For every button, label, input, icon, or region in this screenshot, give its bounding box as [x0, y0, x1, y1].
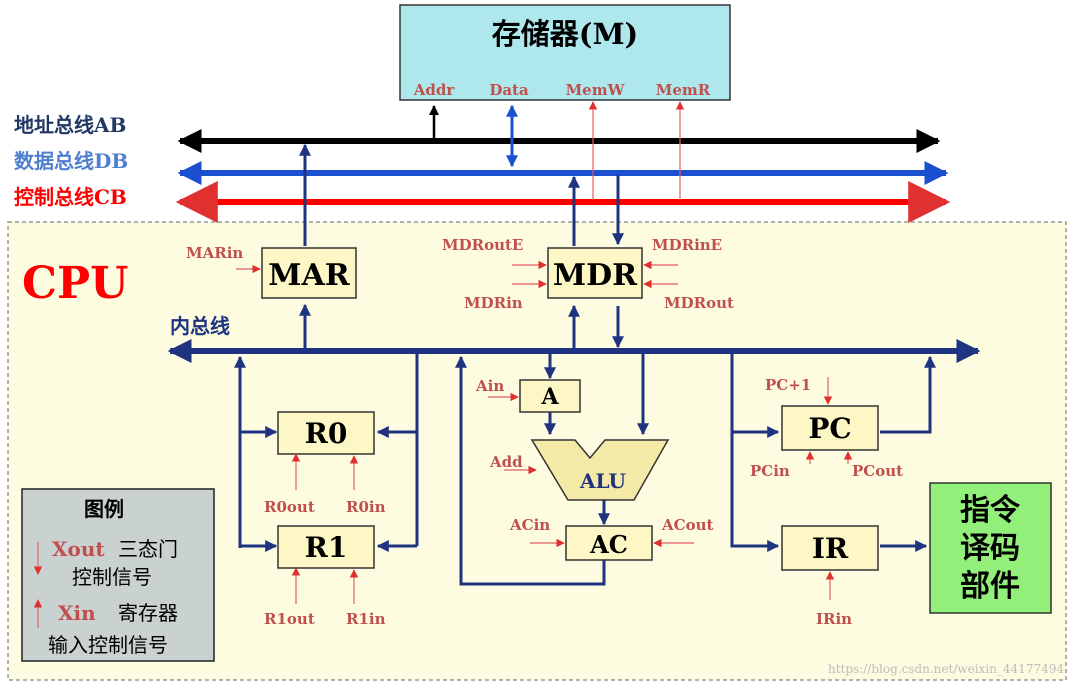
signal-add: Add: [489, 453, 523, 471]
memory-port-memw: MemW: [566, 81, 626, 99]
mdr-register: MDR: [547, 247, 643, 299]
decoder-line-2: 译码: [960, 531, 1020, 566]
address-bus-label: 地址总线AB: [14, 113, 126, 137]
signal-r0out: R0out: [264, 498, 315, 516]
signal-r1in: R1in: [346, 610, 386, 628]
legend-xin-desc1: 寄存器: [118, 601, 178, 625]
alu-unit: ALU: [530, 439, 670, 501]
a-label: A: [540, 384, 559, 410]
signal-r0in: R0in: [346, 498, 386, 516]
ir-register: IR: [781, 525, 879, 571]
a-register: A: [519, 379, 581, 413]
memory-box: 存储器(M) Addr Data MemW MemR: [399, 4, 731, 101]
signal-r1out: R1out: [264, 610, 315, 628]
memory-title: 存储器(M): [492, 17, 639, 51]
memory-port-memr: MemR: [656, 81, 711, 99]
alu-label: ALU: [579, 469, 626, 493]
legend-xout-name: Xout: [52, 537, 105, 561]
r0-label: R0: [305, 417, 348, 450]
signal-acout: ACout: [661, 516, 713, 534]
pc-register: PC: [781, 405, 879, 451]
watermark: https://blog.csdn.net/weixin_44177494: [828, 662, 1064, 676]
internal-wires: [234, 143, 936, 586]
mdr-label: MDR: [553, 258, 638, 293]
mar-label: MAR: [268, 258, 350, 293]
signal-marin: MARin: [186, 244, 243, 262]
control-signal-arrows: [236, 260, 853, 604]
decoder-line-3: 部件: [960, 569, 1020, 604]
internal-bus-label: 内总线: [170, 314, 230, 338]
ac-label: AC: [589, 530, 628, 559]
r1-register: R1: [277, 525, 375, 569]
legend-xin-name: Xin: [58, 601, 96, 625]
signal-mdroute: MDRoutE: [442, 236, 523, 254]
signal-mdrout: MDRout: [664, 294, 734, 312]
legend-title: 图例: [84, 497, 124, 521]
signal-pcin: PCin: [750, 462, 790, 480]
signal-irin: IRin: [816, 610, 852, 628]
ac-register: AC: [565, 525, 653, 561]
pc-label: PC: [808, 412, 851, 445]
data-bus-label: 数据总线DB: [14, 149, 128, 173]
r0-register: R0: [277, 411, 375, 455]
memory-port-data: Data: [489, 81, 529, 99]
legend-xin-desc2: 输入控制信号: [48, 633, 168, 657]
control-signal-labels: MARin MDRoutE MDRinE MDRin MDRout Ain Ad…: [186, 236, 903, 628]
memory-bus-links: [429, 101, 685, 200]
signal-acin: ACin: [509, 516, 550, 534]
legend-xout-desc2: 控制信号: [72, 565, 152, 589]
signal-pcout: PCout: [852, 462, 903, 480]
legend-xout-desc1: 三态门: [118, 537, 178, 561]
signal-pcplus1: PC+1: [765, 376, 811, 394]
signal-mdrin: MDRin: [464, 294, 523, 312]
cpu-title: CPU: [22, 258, 128, 309]
instruction-decoder: 指令 译码 部件: [929, 482, 1052, 614]
ir-label: IR: [812, 532, 849, 565]
system-buses: 地址总线AB 数据总线DB 控制总线CB: [14, 113, 951, 223]
signal-ain: Ain: [475, 377, 504, 395]
mar-register: MAR: [261, 247, 357, 299]
decoder-line-1: 指令: [960, 493, 1021, 528]
control-bus-label: 控制总线CB: [14, 185, 127, 209]
memory-port-addr: Addr: [413, 81, 456, 99]
r1-label: R1: [305, 531, 348, 564]
legend-box: 图例 Xout 三态门 控制信号 Xin 寄存器 输入控制信号: [21, 488, 215, 662]
signal-mdrine: MDRinE: [652, 236, 722, 254]
